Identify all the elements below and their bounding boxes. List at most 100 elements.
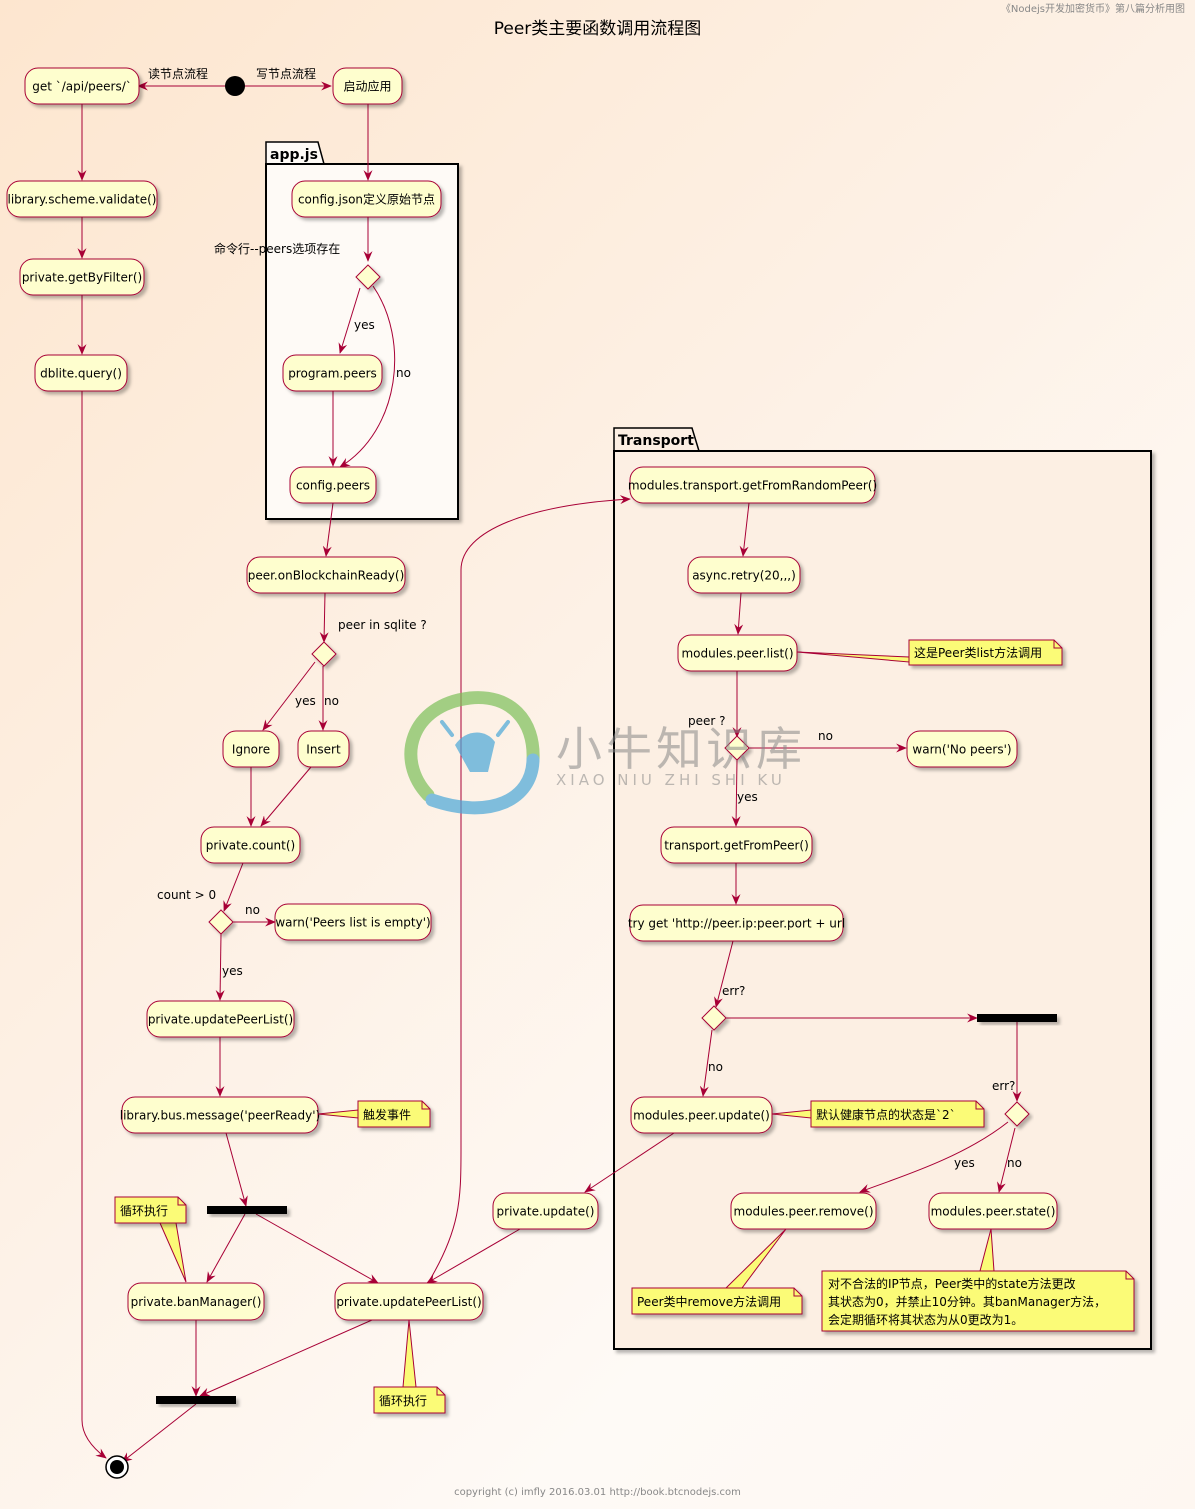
activity-label: warn('No peers') <box>912 743 1011 757</box>
activity-bus-message: library.bus.message('peerReady') <box>120 1096 320 1134</box>
label-no-4: no <box>818 729 833 743</box>
note-text: 默认健康节点的状态是`2` <box>816 1107 956 1122</box>
note-trigger-event: 触发事件 <box>317 1100 431 1128</box>
activity-label: modules.peer.list() <box>681 647 793 661</box>
activity-label: dblite.query() <box>40 367 122 381</box>
note-text: 触发事件 <box>363 1107 411 1122</box>
arrow-peer-get-from <box>731 759 741 827</box>
label-yes-2: yes <box>295 694 316 708</box>
activity-peer-list: modules.peer.list() <box>677 634 798 672</box>
activity-label: Ignore <box>232 743 270 757</box>
activity-program-peers: program.peers <box>282 354 383 392</box>
label-peer-q: peer ? <box>688 714 726 728</box>
activity-label: program.peers <box>288 367 377 381</box>
activity-peer-remove: modules.peer.remove() <box>730 1192 877 1230</box>
note-text-line-3: 会定期循环将其状态为从0更改为1。 <box>828 1312 1023 1327</box>
watermark-logo <box>404 691 540 815</box>
note-text-line-1: 对不合法的IP节点，Peer类中的state方法更改 <box>828 1276 1076 1291</box>
activity-update-peer-list-2: private.updatePeerList() <box>334 1282 484 1321</box>
label-no-5: no <box>708 1060 723 1074</box>
note-text: 循环执行 <box>120 1204 168 1218</box>
decisions <box>208 264 1030 1127</box>
fork-bar-transport <box>977 1014 1057 1022</box>
activity-private-count: private.count() <box>200 826 301 864</box>
activity-get-by-filter: private.getByFilter() <box>19 258 145 296</box>
activity-label: library.bus.message('peerReady') <box>120 1109 320 1123</box>
package-app-title: app.js <box>270 147 318 163</box>
label-err-1: err? <box>722 984 745 998</box>
watermark-text-en: XIAO NIU ZHI SHI KU <box>556 771 786 789</box>
activity-async-retry: async.retry(20,,,) <box>687 556 801 594</box>
note-text-line-2: 其状态为0，并禁止10分钟。其banManager方法， <box>828 1294 1106 1309</box>
label-no-3: no <box>245 903 260 917</box>
label-cmd-peers: 命令行--peers选项存在 <box>214 241 340 256</box>
activity-label: 启动应用 <box>343 79 391 94</box>
activity-warn-no-peers: warn('No peers') <box>906 730 1018 768</box>
activity-try-get: try get 'http://peer.ip:peer.port + url <box>628 904 845 942</box>
arrow-ready-sqlite <box>319 592 329 643</box>
arrow-join-end <box>121 1403 197 1463</box>
arrow-query-end <box>81 391 107 1459</box>
activity-label: transport.getFromPeer() <box>664 839 809 853</box>
activity-on-blockchain-ready: peer.onBlockchainReady() <box>246 556 406 594</box>
footer-copyright: copyright (c) imfly 2016.03.01 http://bo… <box>454 1487 741 1498</box>
label-count-gt-0: count > 0 <box>157 888 216 902</box>
note-default-state: 默认健康节点的状态是`2` <box>771 1100 985 1128</box>
arrow-err2-state <box>997 1127 1016 1193</box>
activity-label: get `/api/peers/` <box>32 80 132 94</box>
package-app-js: app.js <box>265 141 459 520</box>
activity-label: Insert <box>306 743 341 757</box>
arrow-err2-remove <box>859 1121 1009 1193</box>
label-peer-in-sqlite: peer in sqlite ? <box>338 618 427 632</box>
label-yes-3: yes <box>222 964 243 978</box>
arrow-random-retry <box>739 502 750 557</box>
activity-insert: Insert <box>297 730 350 768</box>
activity-label: modules.peer.update() <box>633 1109 770 1123</box>
arrow-try-err <box>714 940 734 1008</box>
activity-update-peer-list-1: private.updatePeerList() <box>146 1000 295 1038</box>
header-reference: 《Nodejs开发加密货币》第八篇分析用图 <box>1000 4 1185 15</box>
activity-label: private.banManager() <box>131 1295 262 1309</box>
activity-label: modules.peer.state() <box>931 1205 1056 1219</box>
decision-count <box>208 909 234 935</box>
fork-bar-main <box>207 1206 287 1214</box>
activity-label: async.retry(20,,,) <box>692 569 796 583</box>
activity-scheme-validate: library.scheme.validate() <box>6 180 158 218</box>
label-read-flow: 读节点流程 <box>148 66 208 81</box>
end-node <box>105 1455 129 1479</box>
arrow-count-update-list <box>215 933 225 1001</box>
activity-label: modules.peer.remove() <box>734 1205 874 1219</box>
note-peer-list: 这是Peer类list方法调用 <box>796 639 1063 666</box>
activity-label: private.getByFilter() <box>22 271 142 285</box>
activity-warn-empty: warn('Peers list is empty') <box>274 903 432 941</box>
arrow-private-update-list <box>426 1228 521 1284</box>
arrow-err-update <box>699 1029 713 1097</box>
activity-peer-update: modules.peer.update() <box>630 1096 773 1134</box>
arrow-decision-program <box>338 287 361 354</box>
arrow-fork-ban <box>206 1213 246 1283</box>
label-yes-4: yes <box>737 790 758 804</box>
activity-ignore: Ignore <box>222 730 280 768</box>
label-yes-6: yes <box>954 1156 975 1170</box>
activity-label: private.updatePeerList() <box>336 1295 481 1309</box>
start-node <box>225 76 245 96</box>
decision-cmd-peers <box>355 264 381 290</box>
activity-label: library.scheme.validate() <box>8 193 157 207</box>
arrow-update-list-join <box>199 1319 373 1397</box>
arrow-bus-fork <box>225 1132 248 1207</box>
label-no-2: no <box>324 694 339 708</box>
activity-config-peers: config.peers <box>289 466 377 504</box>
arrow-retry-list <box>734 592 744 635</box>
activity-label: modules.transport.getFromRandomPeer() <box>628 479 877 493</box>
activity-dblite-query: dblite.query() <box>34 354 128 392</box>
note-remove: Peer类中remove方法调用 <box>631 1228 803 1315</box>
package-transport-title: Transport <box>618 433 694 449</box>
activity-get-from-peer: transport.getFromPeer() <box>660 826 813 864</box>
decision-peer-in-sqlite <box>311 641 337 667</box>
activity-label: try get 'http://peer.ip:peer.port + url <box>628 917 845 931</box>
arrow-insert-count <box>260 766 312 827</box>
arrow-config-peers-ready <box>322 502 334 557</box>
label-write-flow: 写节点流程 <box>256 66 316 81</box>
arrow-update-list-random-peer <box>427 495 631 1284</box>
